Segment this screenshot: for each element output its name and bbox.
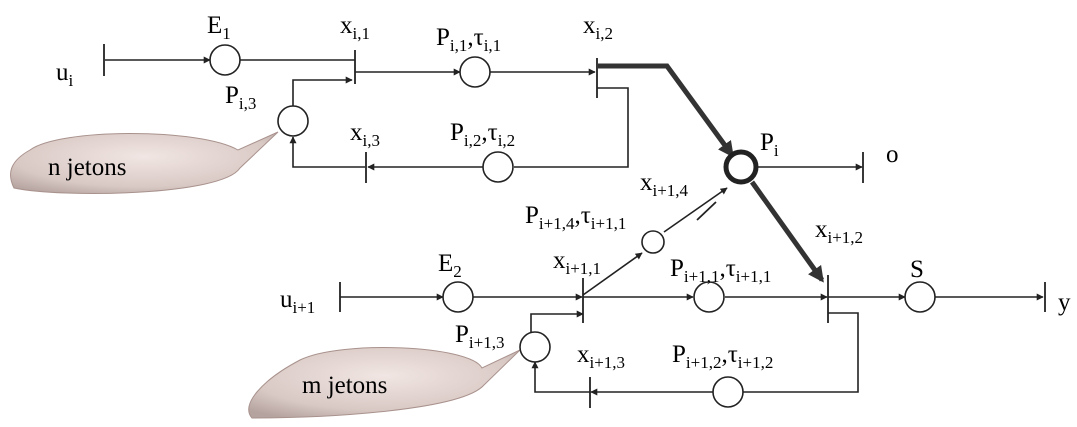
place-Pi1-4 bbox=[641, 230, 665, 254]
labels: ui E1 xi,1 Pi,1,τi,1 xi,2 Pi,3 xi,3 Pi,2… bbox=[56, 12, 1071, 372]
label-u-i: ui bbox=[56, 59, 74, 90]
place-Pi1-1 bbox=[693, 281, 725, 313]
places bbox=[209, 44, 936, 408]
label-S: S bbox=[910, 256, 924, 283]
place-Pi1-2 bbox=[712, 376, 744, 408]
label-E2: E2 bbox=[438, 250, 462, 281]
label-P-i: Pi bbox=[760, 129, 779, 160]
place-Pi2 bbox=[482, 151, 514, 183]
label-o: o bbox=[886, 141, 899, 168]
place-Pi1 bbox=[459, 56, 491, 88]
transitions bbox=[103, 44, 1046, 408]
transition-xi1-4 bbox=[696, 201, 717, 221]
bubble-m-tokens-text: m jetons bbox=[302, 372, 387, 399]
place-E1 bbox=[209, 44, 241, 76]
label-x-i1-1: xi+1,1 bbox=[553, 247, 601, 278]
label-P-i1-4-tau: Pi+1,4,τi+1,1 bbox=[525, 202, 626, 233]
bubble-m-tokens: m jetons bbox=[248, 347, 521, 419]
label-P-i1-3: Pi+1,3 bbox=[455, 321, 504, 352]
label-P-i3: Pi,3 bbox=[225, 82, 256, 113]
label-P-i2-tau: Pi,2,τi,2 bbox=[450, 119, 515, 150]
label-P-i1-2-tau: Pi+1,2,τi+1,2 bbox=[672, 341, 773, 372]
label-x-i1-2: xi+1,2 bbox=[815, 216, 863, 247]
label-y: y bbox=[1058, 289, 1071, 316]
label-P-i1-tau: Pi,1,τi,1 bbox=[436, 24, 501, 55]
bubble-n-tokens: n jetons bbox=[10, 131, 279, 194]
place-S bbox=[904, 281, 936, 313]
place-Pi bbox=[723, 149, 759, 185]
label-P-i1-1-tau: Pi+1,1,τi+1,1 bbox=[670, 255, 771, 286]
label-x-i1: xi,1 bbox=[340, 12, 370, 43]
bubble-n-tokens-text: n jetons bbox=[48, 154, 126, 181]
label-x-i1-3: xi+1,3 bbox=[577, 341, 625, 372]
upper-net-arcs bbox=[105, 56, 863, 171]
label-x-i2: xi,2 bbox=[583, 12, 613, 43]
label-u-i1: ui+1 bbox=[280, 286, 315, 317]
place-Pi1-3 bbox=[519, 331, 551, 363]
place-E2 bbox=[442, 281, 474, 313]
lower-net-arcs bbox=[340, 187, 1044, 396]
shared-resource-arcs bbox=[598, 63, 825, 283]
label-x-i1-4: xi+1,4 bbox=[640, 169, 689, 200]
label-x-i3: xi,3 bbox=[350, 119, 380, 150]
place-Pi3 bbox=[277, 105, 309, 137]
label-E1: E1 bbox=[207, 12, 231, 43]
